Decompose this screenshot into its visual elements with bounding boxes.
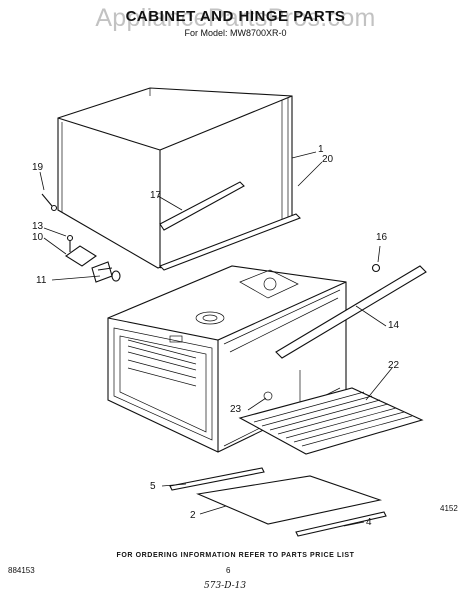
callout-13: 13	[32, 221, 44, 232]
left-strip	[169, 467, 265, 491]
screw-part	[41, 193, 58, 212]
document-code: 884153	[8, 566, 35, 575]
callout-16: 16	[376, 232, 388, 243]
callout-17: 17	[150, 190, 162, 201]
callout-1: 1	[318, 144, 324, 155]
page-number: 6	[226, 566, 231, 575]
right-strip	[295, 511, 387, 537]
callout-19: 19	[32, 162, 44, 173]
rack-shelf	[238, 387, 424, 455]
cabinet-rail	[159, 181, 245, 231]
leader-lines	[39, 151, 393, 527]
callout-22: 22	[388, 360, 400, 371]
nut-part	[371, 263, 381, 273]
trim-strip	[159, 213, 301, 271]
handwritten-note: 573-D-13	[204, 581, 247, 591]
glass-tray	[196, 475, 383, 525]
diagram-title: CABINET AND HINGE PARTS	[125, 8, 346, 25]
figure-id: 4152	[440, 504, 458, 513]
callout-2: 2	[190, 510, 196, 521]
model-subtitle: For Model: MW8700XR-0	[184, 28, 287, 38]
callout-23: 23	[230, 404, 242, 415]
callout-10: 10	[32, 232, 44, 243]
watermark-text: AppliancePartsPros.com	[95, 4, 376, 32]
ordering-note: FOR ORDERING INFORMATION REFER TO PARTS …	[116, 552, 355, 559]
top-rail	[275, 265, 427, 359]
callout-11: 11	[36, 275, 47, 286]
cabinet-wrapper	[57, 87, 293, 269]
callout-14: 14	[388, 320, 400, 331]
callout-5: 5	[150, 481, 156, 492]
hinge-assembly	[65, 234, 121, 283]
callout-20: 20	[322, 154, 334, 165]
callout-4: 4	[366, 517, 372, 528]
